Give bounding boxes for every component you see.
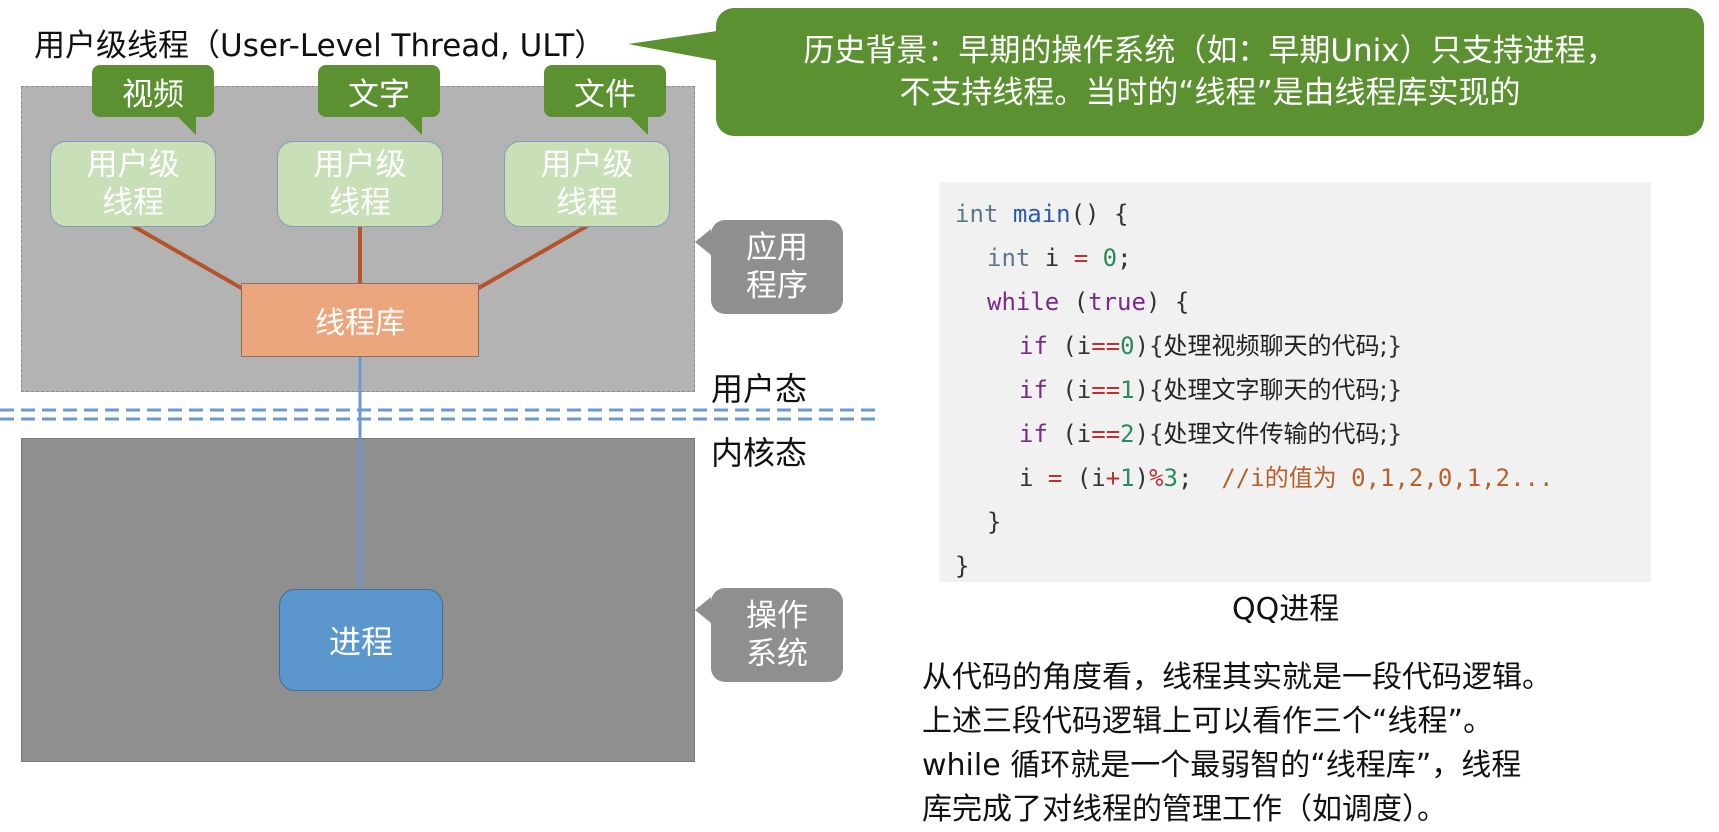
history-callout: 历史背景：早期的操作系统（如：早期Unix）只支持进程， 不支持线程。当时的“线… (716, 8, 1704, 136)
code-comment: //i的值为 0,1,2,0,1,2... (1221, 464, 1554, 492)
ult-1-line2: 线程 (102, 185, 164, 221)
code-caption: QQ进程 (1232, 592, 1340, 627)
code-line-decl: int i = 0; (955, 236, 1651, 280)
code-token: == (1091, 376, 1121, 404)
code-token: true (1088, 288, 1146, 316)
code-line-main: int main() { (955, 192, 1651, 236)
code-token: ; (1177, 464, 1193, 492)
code-token: ) (1134, 464, 1150, 492)
user-level-thread-1: 用户级 线程 (50, 141, 216, 227)
code-token: == (1091, 332, 1121, 360)
tag-file: 文件 (544, 65, 666, 135)
ult-2-line1: 用户级 (313, 147, 407, 183)
code-token: i (1030, 244, 1074, 272)
tag-video-label: 视频 (92, 65, 214, 117)
explanation-line-3: while 循环就是一个最弱智的“线程库”，线程 (922, 748, 1522, 783)
tag-text: 文字 (318, 65, 440, 135)
application-tag-line2: 程序 (746, 268, 808, 304)
code-token: if (1019, 332, 1048, 360)
code-line-if-text: if (i==1){处理文字聊天的代码;} (1019, 376, 1403, 404)
process-box: 进程 (279, 589, 443, 691)
code-token: = (1047, 464, 1063, 492)
code-line-update: i = (i+1)%3; //i的值为 0,1,2,0,1,2... (955, 456, 1651, 500)
code-line-while: while (true) { (955, 280, 1651, 324)
code-token: i (1019, 464, 1048, 492)
code-token: ) { (1145, 288, 1190, 316)
ult-3-line2: 线程 (556, 185, 618, 221)
slide-title: 用户级线程（User-Level Thread, ULT） (34, 28, 606, 64)
code-token: 1 (1120, 464, 1135, 492)
code-token: + (1105, 464, 1121, 492)
code-line-if-video: if (i==0){处理视频聊天的代码;} (1019, 332, 1403, 360)
user-level-thread-2: 用户级 线程 (277, 141, 443, 227)
code-comment-body: 处理视频聊天的代码; (1163, 332, 1388, 360)
kernel-mode-label: 内核态 (711, 434, 808, 472)
code-token: % (1149, 464, 1164, 492)
code-token: ( (1059, 288, 1089, 316)
thread-library-box: 线程库 (241, 283, 479, 357)
ult-2-line2: 线程 (329, 185, 391, 221)
tag-text-pointer (404, 117, 422, 135)
ult-1-line1: 用户级 (86, 147, 180, 183)
user-level-thread-3: 用户级 线程 (504, 141, 670, 227)
tag-video: 视频 (92, 65, 214, 135)
code-token: if (1019, 420, 1048, 448)
os-tag-line1: 操作 (746, 598, 808, 634)
code-token: int (955, 200, 999, 228)
code-token: 2 (1120, 420, 1135, 448)
os-tag-pointer (695, 597, 711, 623)
code-comment-body: 处理文字聊天的代码; (1163, 376, 1388, 404)
code-token: 0 (1102, 244, 1118, 272)
ult-3-line1: 用户级 (540, 147, 634, 183)
explanation-line-1: 从代码的角度看，线程其实就是一段代码逻辑。 (922, 660, 1552, 695)
code-token: 3 (1163, 464, 1178, 492)
code-panel: int main() { int i = 0; while (true) { i… (939, 182, 1651, 582)
tag-text-label: 文字 (318, 65, 440, 117)
code-token: = (1073, 244, 1089, 272)
code-token: 0 (1120, 332, 1135, 360)
os-tag-line2: 系统 (746, 636, 808, 672)
code-line-if-file: if (i==2){处理文件传输的代码;} (1019, 420, 1403, 448)
explanation-line-4: 库完成了对线程的管理工作（如调度）。 (922, 792, 1447, 827)
explanation-line-2: 上述三段代码逻辑上可以看作三个“线程”。 (922, 704, 1494, 739)
history-callout-line1: 历史背景：早期的操作系统（如：早期Unix）只支持进程， (803, 33, 1617, 69)
os-tag: 操作 系统 (711, 588, 843, 682)
code-line-close-while: } (987, 508, 1002, 536)
code-token: while (987, 288, 1060, 316)
tag-file-label: 文件 (544, 65, 666, 117)
tag-video-pointer (178, 117, 196, 135)
tag-file-pointer (630, 117, 648, 135)
code-token: int (987, 244, 1031, 272)
explanation-text: 从代码的角度看，线程其实就是一段代码逻辑。 上述三段代码逻辑上可以看作三个“线程… (922, 656, 1552, 832)
history-callout-line2: 不支持线程。当时的“线程”是由线程库实现的 (899, 75, 1521, 111)
code-comment-body: 处理文件传输的代码; (1163, 420, 1388, 448)
code-token: main (1012, 200, 1071, 228)
code-token: if (1019, 376, 1048, 404)
application-tag: 应用 程序 (711, 220, 843, 314)
code-token: ; (1117, 244, 1132, 272)
code-token: (i (1062, 464, 1106, 492)
application-tag-line1: 应用 (746, 230, 808, 266)
user-mode-label: 用户态 (711, 370, 808, 408)
code-token: () { (1070, 200, 1129, 228)
code-token: 1 (1120, 376, 1135, 404)
app-tag-pointer (695, 229, 711, 255)
code-token: == (1091, 420, 1121, 448)
code-line-close-main: } (955, 552, 970, 580)
